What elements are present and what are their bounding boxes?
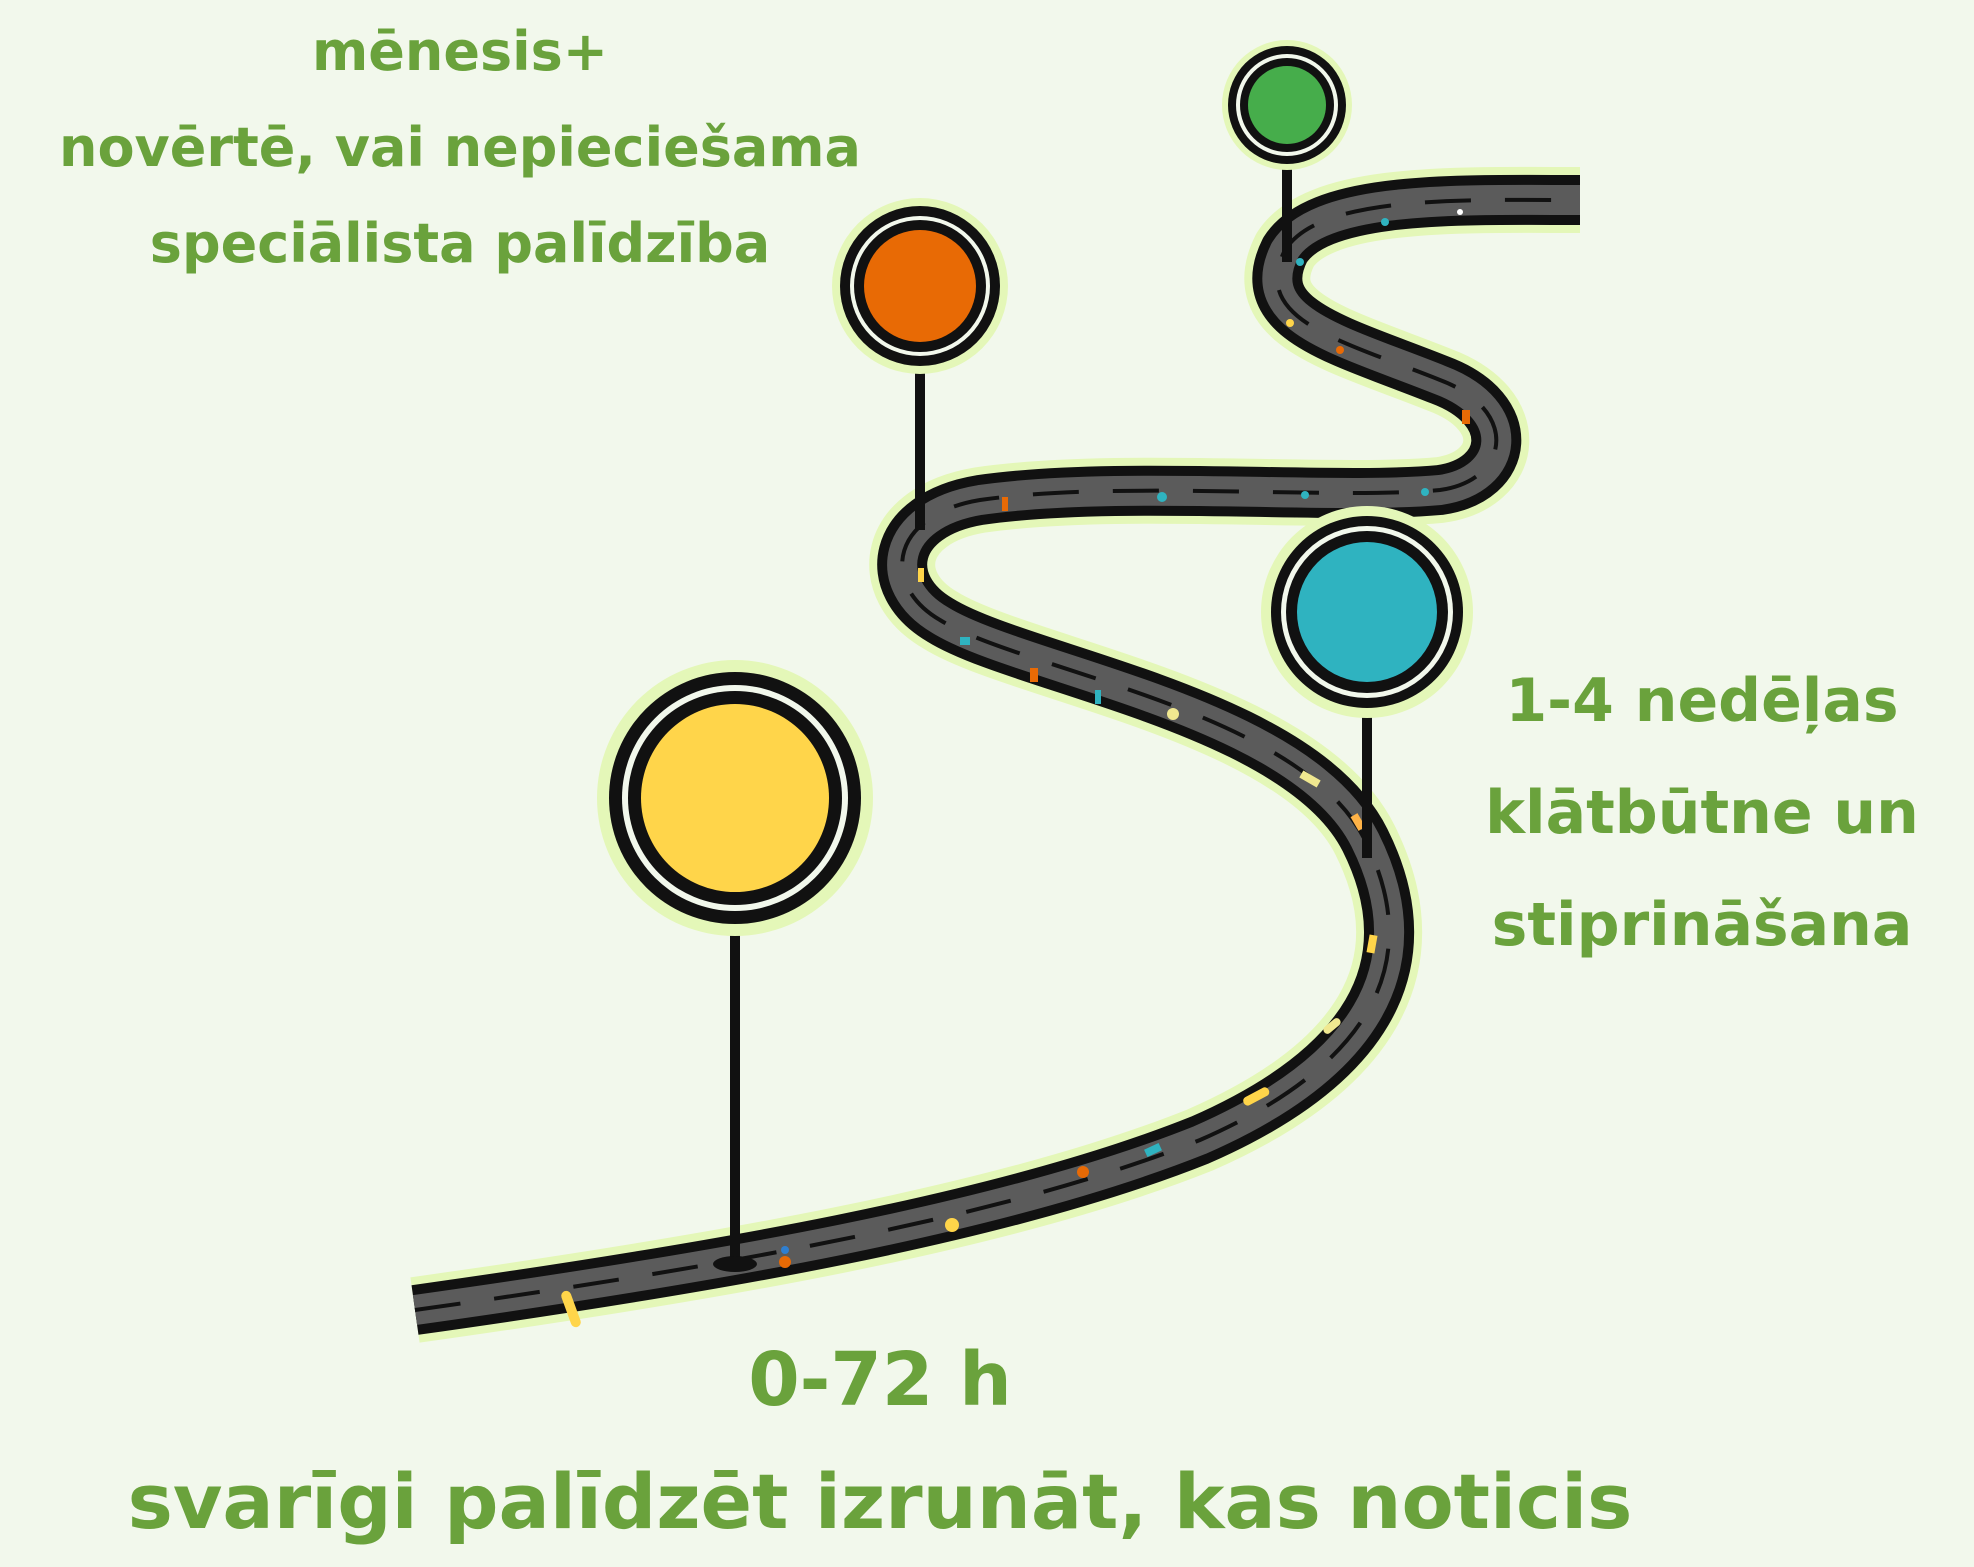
milestone-label-line: mēnesis+: [10, 4, 910, 100]
milestone-label-line: stiprināšana: [1430, 869, 1974, 981]
milestone-title: 0-72 h: [740, 1330, 1020, 1430]
milestone-marker-yellow: [597, 660, 873, 1272]
milestone-label-weeks: 1-4 nedēļas klātbūtne un stiprināšana: [1430, 645, 1974, 981]
milestone-description: svarīgi palīdzēt izrunāt, kas noticis: [70, 1447, 1690, 1557]
milestone-label-month: mēnesis+ novērtē, vai nepieciešama speci…: [10, 4, 910, 292]
milestone-label-line: speciālista palīdzība: [10, 196, 910, 292]
road-surface: [415, 200, 1580, 1310]
marker-fill: [1248, 66, 1326, 144]
marker-base: [713, 1256, 757, 1272]
milestone-label-line: novērtē, vai nepieciešama: [10, 100, 910, 196]
marker-fill: [1297, 542, 1437, 682]
marker-fill: [641, 704, 829, 892]
winding-road: [415, 200, 1580, 1329]
milestone-label-line: 1-4 nedēļas: [1430, 645, 1974, 757]
milestone-label-line: klātbūtne un: [1430, 757, 1974, 869]
milestone-label-hours: 0-72 h svarīgi palīdzēt izrunāt, kas not…: [0, 1330, 1974, 1567]
